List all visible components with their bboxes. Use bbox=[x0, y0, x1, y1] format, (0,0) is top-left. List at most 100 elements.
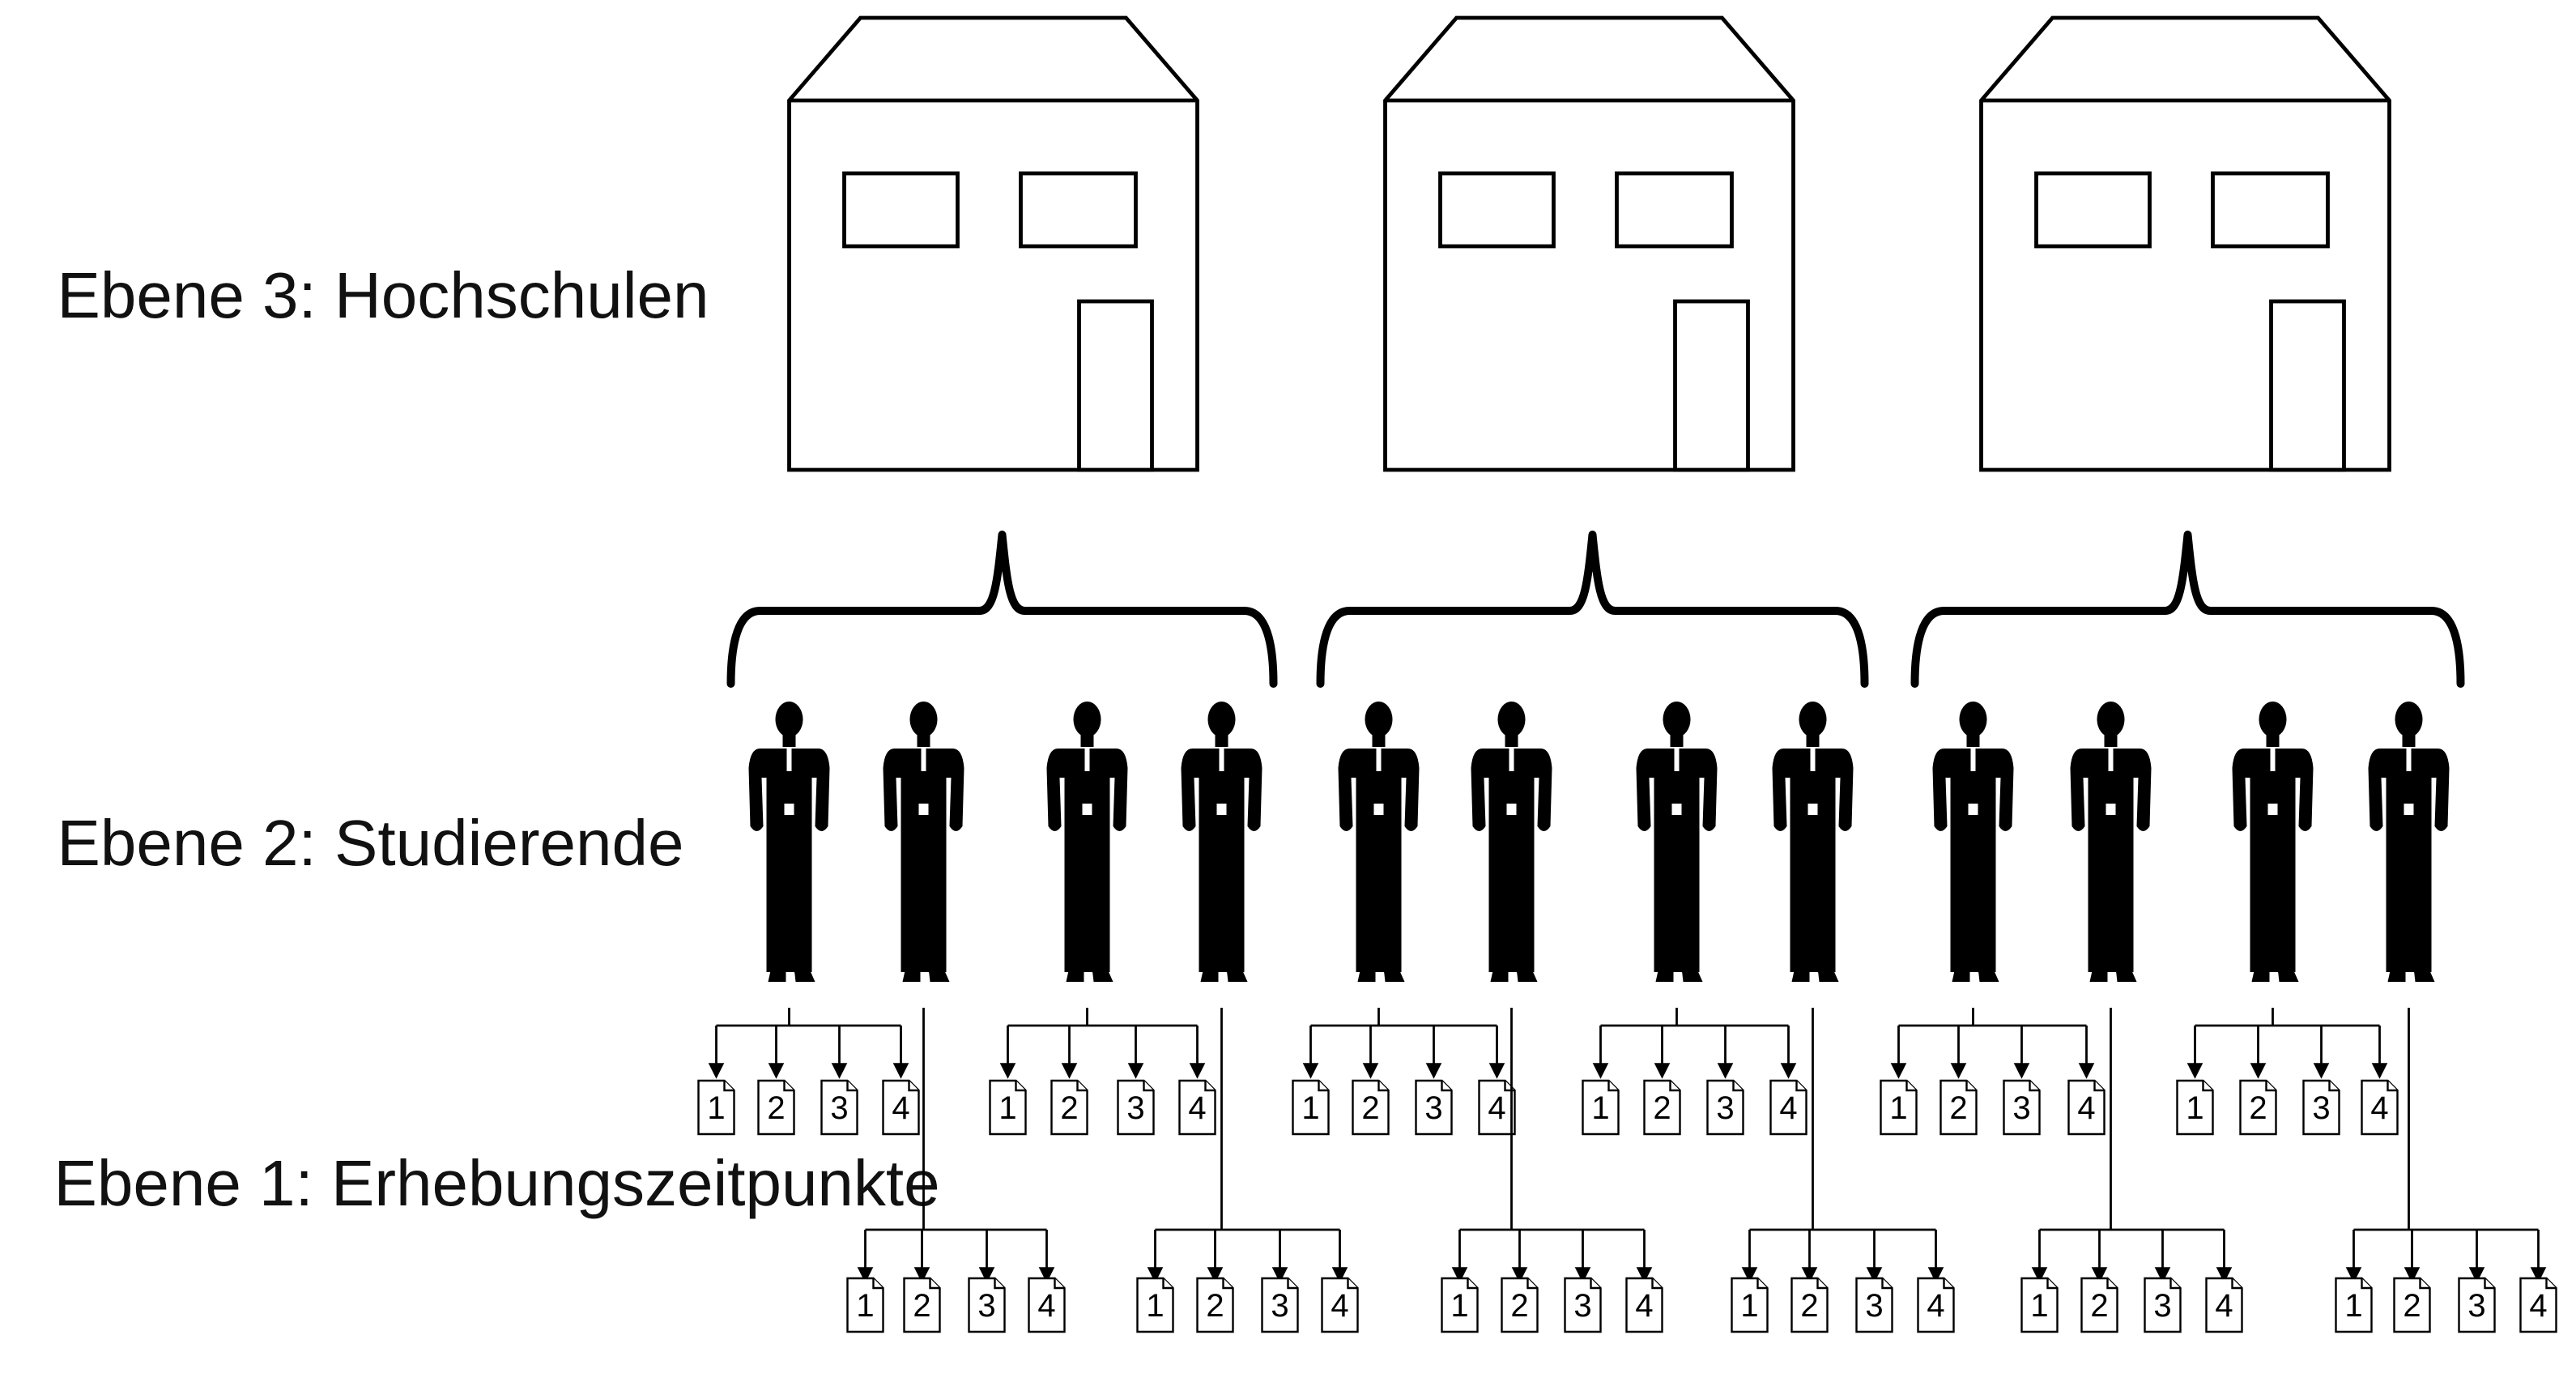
person-silhouette-icon bbox=[1046, 702, 1128, 982]
measurement-tree bbox=[857, 1008, 1055, 1283]
person-silhouette-icon bbox=[1636, 702, 1718, 982]
document-icon: 1 bbox=[1441, 1277, 1479, 1333]
document-icon: 2 bbox=[1196, 1277, 1234, 1333]
measurement-point-label: 2 bbox=[2090, 1288, 2108, 1324]
measurement-point-label: 3 bbox=[830, 1090, 848, 1126]
measurement-point-label: 2 bbox=[1361, 1090, 1379, 1126]
document-icon: 4 bbox=[1769, 1079, 1807, 1136]
document-icon: 2 bbox=[1790, 1277, 1829, 1333]
person-silhouette-icon bbox=[2368, 702, 2450, 982]
measurement-point-label: 2 bbox=[1510, 1288, 1528, 1324]
document-icon: 1 bbox=[2176, 1079, 2214, 1136]
level-2-label: Ebene 2: Studierende bbox=[57, 807, 684, 879]
grouping-brace bbox=[1910, 531, 2465, 688]
measurement-point-label: 3 bbox=[1716, 1090, 1734, 1126]
measurement-point-label: 3 bbox=[2153, 1288, 2171, 1324]
person-silhouette-icon bbox=[2232, 702, 2314, 982]
measurement-point-label: 3 bbox=[2312, 1090, 2330, 1126]
document-icon: 1 bbox=[1880, 1079, 1918, 1136]
measurement-point-label: 1 bbox=[1889, 1090, 1907, 1126]
person-silhouette-icon bbox=[2070, 702, 2152, 982]
measurement-point-label: 4 bbox=[1188, 1090, 1206, 1126]
house-icon bbox=[1979, 15, 2391, 472]
measurement-point-label: 2 bbox=[913, 1288, 930, 1324]
window-left bbox=[1438, 171, 1556, 249]
measurement-point-label: 1 bbox=[2344, 1288, 2362, 1324]
measurement-tree bbox=[999, 1008, 1206, 1079]
measurement-point-label: 3 bbox=[977, 1288, 995, 1324]
document-icon: 1 bbox=[1292, 1079, 1330, 1136]
document-icon: 4 bbox=[1625, 1277, 1663, 1333]
document-icon: 2 bbox=[1050, 1079, 1088, 1136]
measurement-point-label: 2 bbox=[1060, 1090, 1078, 1126]
document-icon: 2 bbox=[903, 1277, 941, 1333]
window-right bbox=[2211, 171, 2330, 249]
person-silhouette-icon bbox=[1932, 702, 2014, 982]
measurement-point-label: 1 bbox=[2030, 1288, 2048, 1324]
document-icon: 1 bbox=[2335, 1277, 2373, 1333]
document-icon: 1 bbox=[2020, 1277, 2059, 1333]
measurement-point-label: 4 bbox=[1927, 1288, 1944, 1324]
measurement-point-label: 3 bbox=[2467, 1288, 2485, 1324]
document-icon: 4 bbox=[1321, 1277, 1359, 1333]
document-icon: 4 bbox=[2361, 1079, 2399, 1136]
person-silhouette-icon bbox=[1338, 702, 1420, 982]
measurement-point-label: 1 bbox=[856, 1288, 874, 1324]
document-icon: 3 bbox=[2458, 1277, 2496, 1333]
measurement-point-label: 2 bbox=[1206, 1288, 1224, 1324]
level-3-label: Ebene 3: Hochschulen bbox=[57, 259, 709, 331]
measurement-point-label: 3 bbox=[1865, 1288, 1883, 1324]
measurement-point-label: 4 bbox=[892, 1090, 909, 1126]
document-icon: 2 bbox=[757, 1079, 795, 1136]
measurement-tree bbox=[1147, 1008, 1348, 1283]
document-icon: 2 bbox=[1643, 1079, 1681, 1136]
document-icon: 3 bbox=[1855, 1277, 1893, 1333]
measurement-point-label: 2 bbox=[2403, 1288, 2421, 1324]
measurement-point-label: 1 bbox=[1740, 1288, 1758, 1324]
document-icon: 1 bbox=[697, 1079, 735, 1136]
measurement-tree bbox=[1741, 1008, 1944, 1283]
document-icon: 3 bbox=[1415, 1079, 1453, 1136]
document-icon: 4 bbox=[1478, 1079, 1516, 1136]
document-icon: 3 bbox=[820, 1079, 858, 1136]
measurement-point-label: 1 bbox=[998, 1090, 1016, 1126]
document-icon: 2 bbox=[1501, 1277, 1539, 1333]
measurement-point-label: 3 bbox=[2012, 1090, 2030, 1126]
document-icon: 3 bbox=[1117, 1079, 1155, 1136]
braces-layer bbox=[726, 531, 2465, 688]
window-right bbox=[1615, 171, 1734, 249]
document-icon: 3 bbox=[2003, 1079, 2041, 1136]
document-icon: 3 bbox=[2144, 1277, 2182, 1333]
document-icon: 3 bbox=[1261, 1277, 1299, 1333]
document-icon: 2 bbox=[2393, 1277, 2431, 1333]
measurement-point-label: 1 bbox=[1450, 1288, 1468, 1324]
measurement-point-label: 4 bbox=[2370, 1090, 2388, 1126]
grouping-brace bbox=[726, 531, 1278, 688]
person-silhouette-icon bbox=[883, 702, 964, 982]
measurement-point-label: 2 bbox=[767, 1090, 785, 1126]
measurement-tree bbox=[708, 1008, 909, 1079]
measurement-tree bbox=[1592, 1008, 1797, 1079]
document-icon: 3 bbox=[1564, 1277, 1602, 1333]
document-icon: 1 bbox=[1136, 1277, 1174, 1333]
document-icon: 4 bbox=[882, 1079, 920, 1136]
measurement-point-label: 2 bbox=[1653, 1090, 1671, 1126]
document-icon: 2 bbox=[2239, 1079, 2277, 1136]
measurement-point-label: 4 bbox=[1331, 1288, 1348, 1324]
measurement-point-label: 4 bbox=[1779, 1090, 1797, 1126]
document-icon: 1 bbox=[989, 1079, 1027, 1136]
measurement-point-label: 3 bbox=[1424, 1090, 1442, 1126]
document-icon: 4 bbox=[2067, 1079, 2106, 1136]
document-icon: 4 bbox=[1917, 1277, 1955, 1333]
measurement-point-label: 4 bbox=[2529, 1288, 2547, 1324]
measurement-point-label: 4 bbox=[1037, 1288, 1055, 1324]
measurement-point-label: 1 bbox=[707, 1090, 725, 1126]
document-icon: 2 bbox=[1939, 1079, 1978, 1136]
measurement-point-label: 2 bbox=[2249, 1090, 2267, 1126]
measurement-point-label: 3 bbox=[1573, 1288, 1591, 1324]
document-icon: 4 bbox=[2205, 1277, 2243, 1333]
document-icon: 4 bbox=[1178, 1079, 1216, 1136]
institutions-layer bbox=[787, 15, 2391, 472]
